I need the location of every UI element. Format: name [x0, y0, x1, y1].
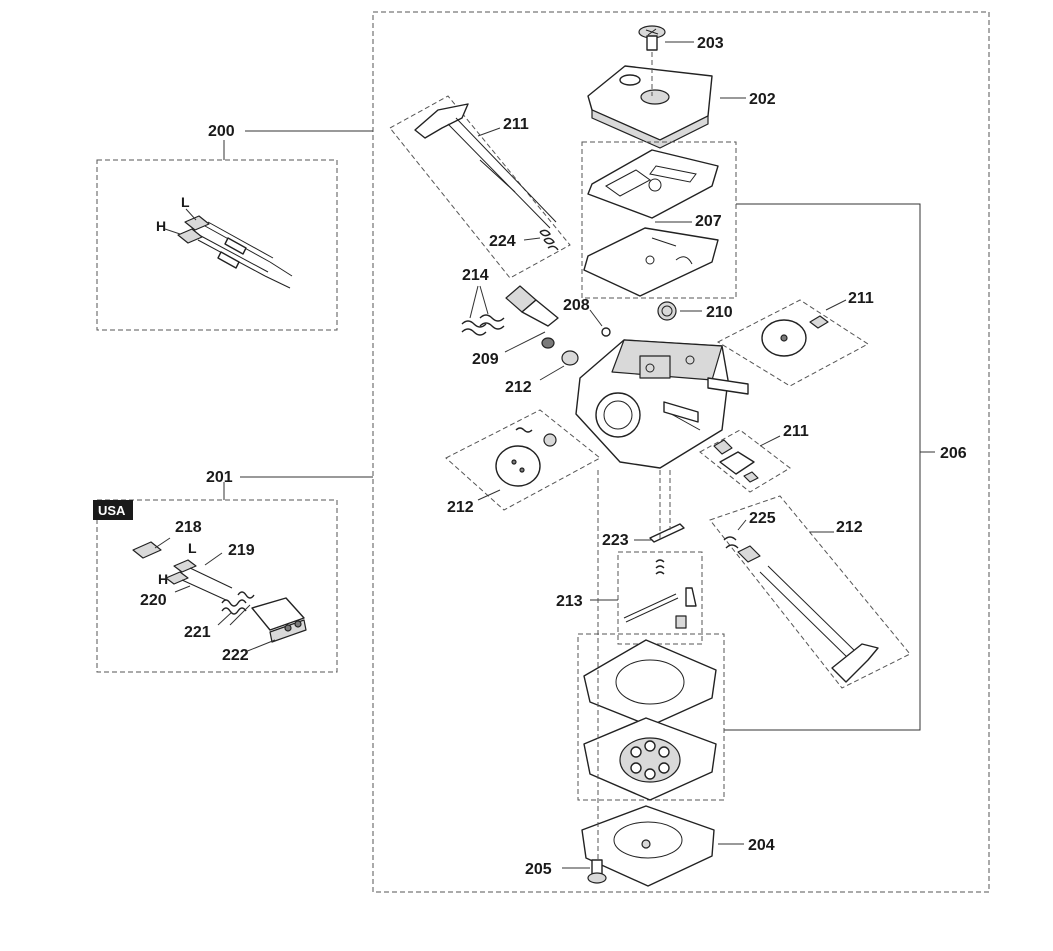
part-203-screw: 203: [638, 25, 724, 52]
label-201: 201: [206, 469, 233, 486]
kit-200-needles-drawing: [164, 208, 293, 289]
group-212-right: 212 225: [709, 495, 911, 689]
label-205: 205: [525, 861, 552, 878]
part-206-pump-diaphragm: [583, 717, 717, 801]
label-222: 222: [222, 647, 249, 664]
part-205-screw: 205: [525, 859, 607, 884]
label-223: 223: [602, 532, 629, 549]
label-212-right: 212: [836, 519, 863, 536]
kit-201-label-H: H: [158, 571, 168, 587]
group-211-upper-right: 211: [716, 290, 874, 387]
label-204: 204: [748, 837, 775, 854]
kit-200-label-H: H: [156, 218, 166, 234]
label-200: 200: [208, 123, 235, 140]
part-206-lower-gasket: [583, 639, 717, 727]
label-212-mid: 212: [505, 379, 532, 396]
usa-badge-text: USA: [98, 503, 126, 518]
label-213: 213: [556, 593, 583, 610]
usa-badge: [93, 500, 133, 520]
group-211-upper-left: 211 224: [389, 95, 571, 279]
label-207: 207: [695, 213, 722, 230]
label-210: 210: [706, 304, 733, 321]
part-210-screen: 210: [657, 301, 733, 321]
label-203: 203: [697, 35, 724, 52]
part-206-gasket: [587, 149, 719, 219]
kit-201-parts-drawing: [132, 537, 307, 653]
assembly-lines: [597, 52, 671, 860]
kit-201-box: 201 USA 218 219 220 221 222 L H: [93, 469, 373, 673]
label-221: 221: [184, 624, 211, 641]
bracket-206: 206: [724, 203, 967, 731]
group-214-springs: 214: [461, 267, 505, 336]
label-225: 225: [749, 510, 776, 527]
label-212-lower-left: 212: [447, 499, 474, 516]
part-207-diaphragm: 207: [583, 213, 722, 297]
kit-200-box: 200 L H: [96, 123, 373, 331]
part-208-pin: 208: [563, 297, 611, 337]
part-209-needle: 209: [472, 285, 559, 368]
main-assembly-frame: [372, 11, 990, 893]
box-206-upper: [581, 141, 737, 299]
group-213-inlet-needle: 213: [556, 551, 703, 645]
label-214: 214: [462, 267, 489, 284]
label-218: 218: [175, 519, 202, 536]
label-206: 206: [940, 445, 967, 462]
kit-201-label-L: L: [188, 540, 197, 556]
label-219: 219: [228, 542, 255, 559]
part-202-cover: 202: [587, 65, 776, 149]
label-209: 209: [472, 351, 499, 368]
label-211-right-lower: 211: [783, 423, 809, 440]
label-224: 224: [489, 233, 516, 250]
label-211-upper: 211: [503, 116, 529, 133]
label-202: 202: [749, 91, 776, 108]
label-220: 220: [140, 592, 167, 609]
group-212-lower-left: 212: [445, 409, 601, 516]
label-208: 208: [563, 297, 590, 314]
kit-200-label-L: L: [181, 194, 190, 210]
group-211-lower-right: 211: [699, 423, 809, 493]
label-211-right-upper: 211: [848, 290, 874, 307]
part-204-pump-cover: 204: [581, 805, 775, 887]
part-223-pin: 223: [602, 523, 685, 549]
part-212-bushing: 212: [505, 337, 579, 396]
carburetor-body: [575, 339, 749, 469]
